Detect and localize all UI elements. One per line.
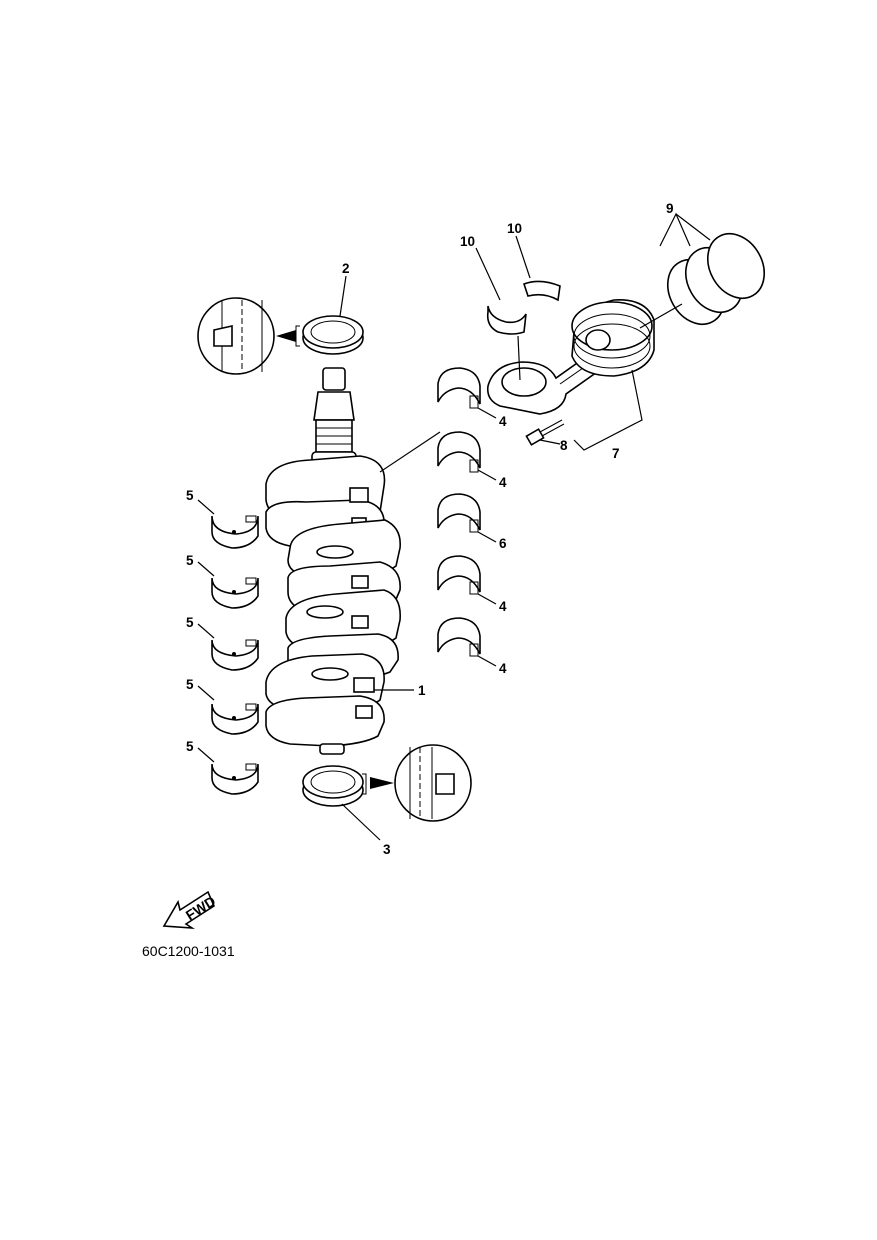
oil-seal-section-icon — [362, 744, 472, 822]
main-bearing-set — [211, 515, 259, 795]
rod-bearing-lower — [486, 305, 527, 335]
crank-bearing — [437, 555, 481, 595]
callout-6: 6 — [499, 536, 507, 551]
callout-labels: 1 2 3 4 4 6 4 4 5 5 5 5 5 7 8 9 10 10 — [186, 201, 674, 857]
main-bearing — [211, 577, 259, 609]
piston — [571, 299, 655, 377]
crank-bearing-set — [437, 367, 481, 657]
callout-5: 5 — [186, 615, 194, 630]
crank-bearing — [437, 431, 481, 473]
rod-bearing-upper — [522, 280, 561, 302]
crankshaft — [265, 367, 402, 755]
main-bearing — [211, 763, 259, 795]
fwd-arrow-icon: FWD — [162, 890, 218, 930]
callout-5: 5 — [186, 488, 194, 503]
oil-seal-bottom — [302, 765, 364, 807]
callout-1: 1 — [418, 683, 426, 698]
callout-10: 10 — [460, 234, 475, 249]
callout-10: 10 — [507, 221, 522, 236]
callout-2: 2 — [342, 261, 350, 276]
callout-4: 4 — [499, 661, 507, 676]
callout-7: 7 — [612, 446, 620, 461]
leader-lines — [197, 212, 711, 841]
piston-ring-set — [666, 233, 766, 325]
callout-5: 5 — [186, 553, 194, 568]
callout-5: 5 — [186, 739, 194, 754]
main-bearing — [211, 639, 259, 671]
main-bearing — [211, 515, 259, 549]
callout-4: 4 — [499, 414, 507, 429]
crank-bearing — [437, 617, 481, 657]
oil-seal-top — [302, 315, 364, 355]
callout-3: 3 — [383, 842, 391, 857]
callout-4: 4 — [499, 475, 507, 490]
main-bearing — [211, 703, 259, 735]
oil-seal-section-icon — [197, 297, 300, 375]
callout-4: 4 — [499, 599, 507, 614]
callout-9: 9 — [666, 201, 674, 216]
callout-8: 8 — [560, 438, 568, 453]
crank-bearing — [437, 367, 481, 409]
callout-5: 5 — [186, 677, 194, 692]
thrust-bearing — [437, 493, 481, 533]
drawing-reference: 60C1200-1031 — [142, 943, 235, 959]
rod-bolt — [525, 419, 565, 446]
